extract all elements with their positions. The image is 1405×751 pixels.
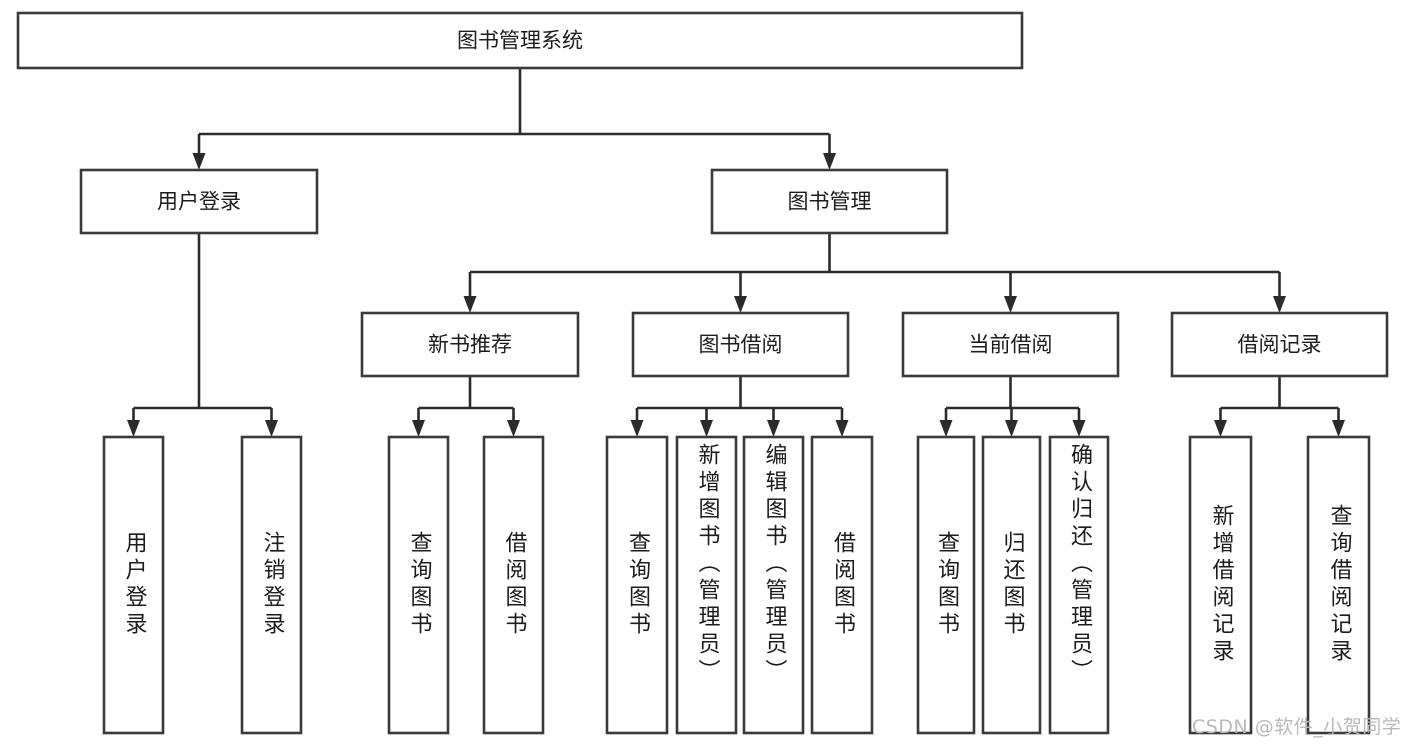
- arrow-head-icon: [265, 420, 278, 437]
- arrow-head-icon: [127, 420, 140, 437]
- node-box-leaf-add-borrow-record[interactable]: [1188, 435, 1253, 735]
- arrow-head-icon: [700, 420, 713, 437]
- arrow-head-icon: [1004, 296, 1017, 313]
- node-label-book-management: 图书管理: [788, 190, 872, 214]
- arrow-head-icon: [1273, 296, 1286, 313]
- node-box-leaf-confirm-return-admin[interactable]: [1048, 435, 1110, 735]
- node-box-leaf-query-borrow-record[interactable]: [1306, 435, 1371, 735]
- arrow-head-icon: [192, 153, 206, 170]
- boxes-layer: [16, 11, 1389, 735]
- csdn-watermark: CSDN @软件_小贺同学: [1192, 716, 1402, 738]
- arrow-head-icon: [412, 420, 425, 437]
- node-box-leaf-query-book-borrow[interactable]: [605, 435, 669, 735]
- arrow-head-icon: [1214, 420, 1227, 437]
- node-label-root: 图书管理系统: [457, 29, 583, 53]
- node-box-book-borrow[interactable]: [631, 311, 850, 378]
- node-box-leaf-edit-book-admin[interactable]: [742, 435, 805, 735]
- arrow-head-icon: [767, 420, 780, 437]
- arrow-head-icon: [939, 420, 953, 437]
- node-label-user-login: 用户登录: [157, 190, 241, 214]
- node-box-leaf-query-book-current[interactable]: [916, 435, 976, 735]
- node-box-leaf-borrow-book[interactable]: [810, 435, 874, 735]
- arrow-head-icon: [630, 420, 644, 437]
- node-box-leaf-add-book-admin[interactable]: [675, 435, 738, 735]
- node-label-borrow-record: 借阅记录: [1238, 333, 1322, 357]
- node-box-leaf-user-login[interactable]: [102, 435, 165, 735]
- arrow-head-icon: [734, 296, 747, 313]
- node-label-current-borrow: 当前借阅: [969, 333, 1053, 357]
- node-box-book-management[interactable]: [710, 168, 949, 235]
- node-box-user-login[interactable]: [79, 168, 319, 235]
- node-box-leaf-borrow-book-rec[interactable]: [482, 435, 545, 735]
- node-label-book-borrow: 图书借阅: [699, 333, 783, 357]
- arrow-head-icon: [463, 296, 477, 313]
- node-box-leaf-query-book-rec[interactable]: [387, 435, 450, 735]
- node-box-root[interactable]: [16, 11, 1024, 70]
- arrow-head-icon: [1332, 420, 1345, 437]
- arrow-head-icon: [823, 153, 836, 170]
- node-box-new-book-recommend[interactable]: [360, 311, 580, 378]
- arrow-head-icon: [1005, 420, 1018, 437]
- node-box-current-borrow[interactable]: [901, 311, 1120, 378]
- arrow-head-icon: [835, 420, 849, 437]
- node-label-new-book-recommend: 新书推荐: [428, 333, 512, 357]
- node-box-borrow-record[interactable]: [1170, 311, 1389, 378]
- node-box-leaf-return-book[interactable]: [981, 435, 1042, 735]
- node-box-leaf-logout[interactable]: [240, 435, 303, 735]
- arrow-head-icon: [507, 420, 520, 437]
- connectors-layer: [127, 68, 1345, 437]
- arrow-head-icon: [1072, 420, 1086, 437]
